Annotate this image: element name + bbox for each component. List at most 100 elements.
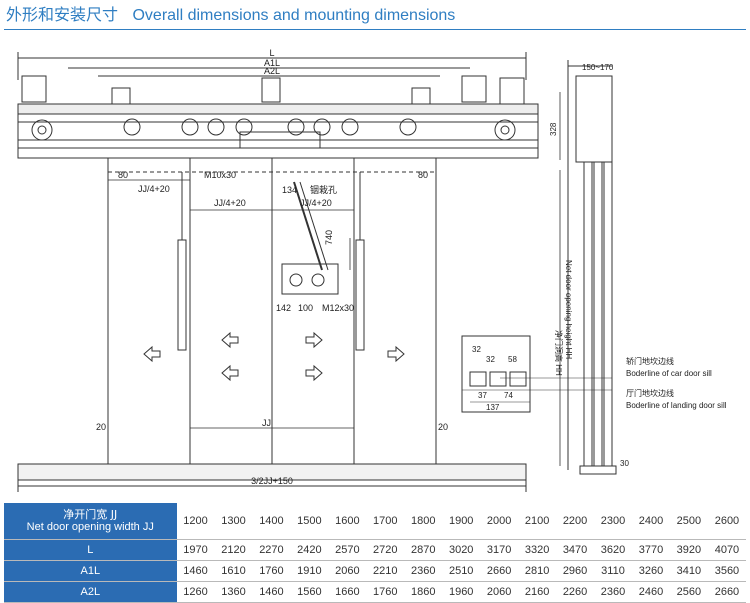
- table-cell: 2210: [366, 560, 405, 582]
- dim-32-b: 32: [486, 355, 495, 364]
- front-view: [17, 52, 539, 492]
- dim-137: 137: [486, 403, 500, 412]
- dim-58: 58: [508, 355, 517, 364]
- bracket-center: [261, 77, 281, 103]
- hanger-rail: [17, 113, 539, 149]
- side-header: [575, 75, 613, 163]
- bracket-right: [461, 75, 487, 103]
- side-door-2: [593, 161, 603, 467]
- dim-20-left: 20: [96, 422, 106, 432]
- table-cell: 2660: [707, 581, 746, 603]
- dim-m12x30: M12x30: [322, 303, 354, 313]
- table-cell: 2460: [631, 581, 670, 603]
- table-cell: 1400: [252, 503, 291, 540]
- table-cell: 3110: [594, 560, 632, 582]
- dim-m10x30: M10x30: [204, 170, 236, 180]
- table-cell: 2720: [366, 539, 405, 561]
- table-cell: 2360: [594, 581, 632, 603]
- rod-right: [355, 239, 365, 351]
- dim-jj4-20-b: JJ/4+20: [214, 198, 246, 208]
- rod-left: [177, 239, 187, 351]
- table-cell: 3170: [480, 539, 519, 561]
- table-cell: 1460: [252, 581, 291, 603]
- table-cell: 3260: [631, 560, 670, 582]
- table-cell: 2510: [442, 560, 481, 582]
- dim-100: 100: [298, 303, 313, 313]
- dim-740: 740: [324, 230, 334, 245]
- table-cell: 1860: [404, 581, 443, 603]
- table-cell: 2300: [594, 503, 632, 540]
- door-panel-4: [353, 157, 437, 465]
- table-row-label: A2L: [4, 581, 177, 603]
- table-row-label: A1L: [4, 560, 177, 582]
- side-door-3: [603, 161, 613, 467]
- dim-total: 3/2JJ+150: [251, 476, 293, 486]
- table-row-A2L: A2L 1260 1360 1460 1560 1660 1760 1860 1…: [4, 581, 746, 603]
- table-cell: 1500: [290, 503, 329, 540]
- side-door-1: [583, 161, 593, 467]
- roller-3: [207, 118, 225, 136]
- dim-A1L: A1L: [264, 58, 280, 68]
- table-header-en: Net door opening width JJ: [26, 521, 154, 533]
- table-cell: 3320: [518, 539, 557, 561]
- dim-32-a: 32: [472, 345, 481, 354]
- table-cell: 1360: [214, 581, 253, 603]
- table-cell: 2570: [328, 539, 367, 561]
- dim-jj4-20-c: JJ/4+20: [300, 198, 332, 208]
- table-cell: 2560: [669, 581, 708, 603]
- pulley-left: [31, 119, 53, 141]
- arrow-right-outer: [387, 345, 405, 363]
- linkage-arm: [293, 181, 323, 271]
- dim-150-170: 150~170: [582, 63, 614, 72]
- table-cell: 2000: [480, 503, 519, 540]
- table-cell: 3920: [669, 539, 708, 561]
- car-sill-cn: 轿门地坎边线: [626, 356, 674, 366]
- table-row-jj: 净开门宽 JJ Net door opening width JJ 1200 1…: [4, 503, 746, 540]
- dim-142: 142: [276, 303, 291, 313]
- landing-sill-cn: 厅门地坎边线: [626, 388, 674, 398]
- table-cell: 2600: [707, 503, 746, 540]
- table-cell: 1300: [214, 503, 253, 540]
- sill: [17, 463, 527, 481]
- table-cell: 1760: [252, 560, 291, 582]
- table-cell: 2810: [518, 560, 557, 582]
- dim-jj4-20-a: JJ/4+20: [138, 184, 170, 194]
- table-cell: 1260: [176, 581, 215, 603]
- table-cell: 1460: [176, 560, 215, 582]
- dim-30: 30: [620, 459, 629, 468]
- side-view-labels: 150~170 328 30 净门洞高 HH Net door opening …: [549, 63, 629, 468]
- dim-20-right: 20: [438, 422, 448, 432]
- table-cell: 1560: [290, 581, 329, 603]
- header-beam: [17, 103, 539, 115]
- landing-sill-en: Boderline of landing door sill: [626, 401, 727, 410]
- table-cell: 2160: [518, 581, 557, 603]
- title-chinese: 外形和安装尺寸: [6, 5, 119, 24]
- title-divider: [4, 29, 746, 30]
- table-row-A1L: A1L 1460 1610 1760 1910 2060 2210 2360 2…: [4, 560, 746, 582]
- sill-detail: [461, 335, 612, 413]
- table-cell: 3620: [594, 539, 632, 561]
- dim-134: 134: [282, 185, 297, 195]
- table-cell: 1200: [176, 503, 215, 540]
- table-row-label: L: [4, 539, 177, 561]
- arrow-left-upper: [221, 331, 239, 349]
- table-cell: 3470: [556, 539, 595, 561]
- table-cell: 2270: [252, 539, 291, 561]
- table-cell: 1910: [290, 560, 329, 582]
- table-cell: 2260: [556, 581, 595, 603]
- table-cell: 2660: [480, 560, 519, 582]
- table-cell: 1900: [442, 503, 481, 540]
- header-bottom: [17, 147, 539, 159]
- table-cell: 1760: [366, 581, 405, 603]
- table-cell: 4070: [707, 539, 746, 561]
- front-view-labels: L A1L A2L 80 80 JJ/4+20 JJ/4+20 JJ/4+20 …: [96, 48, 448, 486]
- side-sill: [579, 465, 617, 475]
- table-cell: 2400: [631, 503, 670, 540]
- dim-L: L: [269, 48, 274, 58]
- page-title: 外形和安装尺寸 Overall dimensions and mounting …: [6, 4, 455, 26]
- arrow-right-lower: [305, 364, 323, 382]
- dim-JJ: JJ: [262, 418, 271, 428]
- arrow-left-lower: [221, 364, 239, 382]
- table-cell: 2100: [518, 503, 557, 540]
- dim-80-left: 80: [118, 170, 128, 180]
